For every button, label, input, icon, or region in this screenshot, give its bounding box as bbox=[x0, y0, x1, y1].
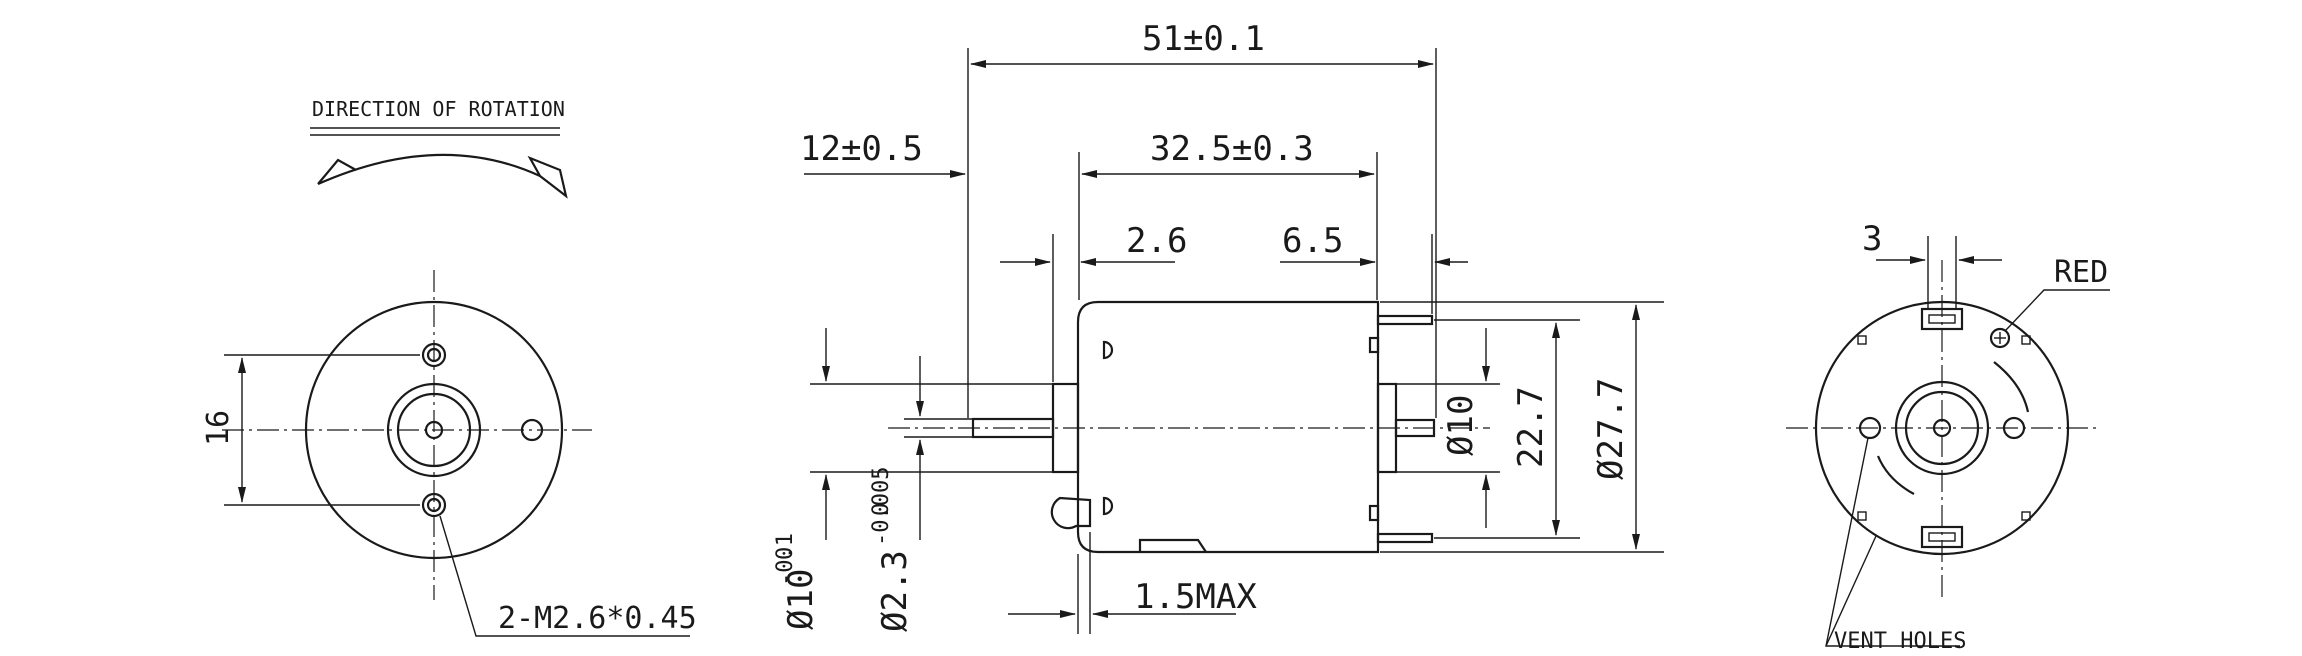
front-outer-circle bbox=[304, 300, 564, 560]
body-notch-top bbox=[1102, 340, 1114, 360]
rear-shaft-icon bbox=[1932, 418, 1952, 438]
dim-max-projection: 1.5MAX bbox=[1134, 577, 1257, 617]
rim-notch-3 bbox=[1857, 511, 1867, 521]
thread-callout: 2-M2.6*0.45 bbox=[498, 601, 697, 636]
red-marker-icon bbox=[1989, 327, 2011, 349]
terminal-slot-bottom-inner bbox=[1928, 532, 1956, 542]
front-view: DIRECTION OF ROTATION 16 2-M2.6*0.45 bbox=[201, 97, 697, 637]
dim-hole-spacing: 16 bbox=[201, 410, 236, 446]
shaft-rear bbox=[1394, 418, 1436, 438]
shaft-icon bbox=[424, 420, 444, 440]
vent-hole-left bbox=[1858, 416, 1882, 440]
thread-leader bbox=[439, 515, 690, 637]
mount-hole-bottom-thread bbox=[426, 497, 442, 513]
dim-shaft-dia-tol: -0.005 bbox=[869, 467, 894, 546]
side-view: 51±0.1 12±0.5 32.5±0.3 2.6 6.5 Ø10 22.7 bbox=[773, 19, 1664, 634]
dim-shaft-dia-tol-upper: 0 bbox=[869, 503, 894, 516]
dim-boss-dia-tol: -0.1 bbox=[773, 533, 798, 586]
brush-arc-bottom bbox=[1876, 455, 1915, 495]
terminal-slot-top-inner bbox=[1928, 314, 1956, 324]
body-notch-bottom bbox=[1102, 496, 1114, 516]
rim-notch-4 bbox=[2021, 511, 2031, 521]
dim-terminal-width: 3 bbox=[1862, 219, 1882, 259]
rear-outer-circle bbox=[1814, 300, 2070, 556]
front-boss-inner bbox=[396, 392, 472, 468]
front-boss-outer bbox=[386, 382, 482, 478]
rim-notch-1 bbox=[1857, 335, 1867, 345]
dim-shaft-dia: Ø2.3 bbox=[875, 550, 915, 632]
front-tab bbox=[1050, 496, 1092, 530]
dim-terminal-span: 22.7 bbox=[1511, 386, 1551, 468]
dim-body-dia: Ø27.7 bbox=[1591, 378, 1631, 480]
mount-hole-top-thread bbox=[426, 347, 442, 363]
rim-notch-2 bbox=[2021, 335, 2031, 345]
dim-body-length: 32.5±0.3 bbox=[1150, 129, 1314, 169]
terminal-slot-top bbox=[1920, 307, 1964, 331]
vent-hole-right bbox=[2002, 416, 2026, 440]
rear-boss-outer bbox=[1894, 380, 1990, 476]
motor-body bbox=[1076, 300, 1380, 554]
dim-terminal-offset: 6.5 bbox=[1282, 221, 1343, 261]
rear-tab-bottom bbox=[1368, 504, 1380, 522]
rotation-caption: DIRECTION OF ROTATION bbox=[312, 97, 565, 121]
bottom-clip bbox=[1138, 538, 1207, 553]
mount-hole-top bbox=[421, 342, 447, 368]
vent-leader-right bbox=[1825, 535, 1877, 647]
rear-boss-inner bbox=[1904, 390, 1980, 466]
dim-boss-length: 2.6 bbox=[1126, 221, 1187, 261]
brush-arc-top bbox=[1993, 361, 2030, 413]
dim-boss-dia-tol-upper: 0 bbox=[773, 547, 798, 560]
dim-overall-length: 51±0.1 bbox=[1142, 19, 1265, 59]
dim-rear-boss-dia: Ø10 bbox=[1441, 395, 1481, 456]
front-vent-hole bbox=[520, 418, 544, 442]
vent-label: VENT HOLES bbox=[1834, 629, 1966, 654]
terminal-marker: RED bbox=[2054, 255, 2108, 290]
rotation-arrow-icon bbox=[317, 153, 568, 199]
terminal-bottom bbox=[1376, 532, 1434, 544]
dim-shaft-extension: 12±0.5 bbox=[800, 129, 923, 169]
red-leader bbox=[2005, 289, 2110, 331]
terminal-slot-bottom bbox=[1920, 525, 1964, 549]
mount-hole-bottom bbox=[421, 492, 447, 518]
vent-leader-left bbox=[1825, 437, 1960, 647]
terminal-top bbox=[1376, 314, 1434, 326]
rear-tab-top bbox=[1368, 336, 1380, 354]
dim-boss-dia: Ø10 bbox=[781, 569, 821, 630]
rear-view: 3 RED VENT HOLES bbox=[1786, 219, 2110, 654]
